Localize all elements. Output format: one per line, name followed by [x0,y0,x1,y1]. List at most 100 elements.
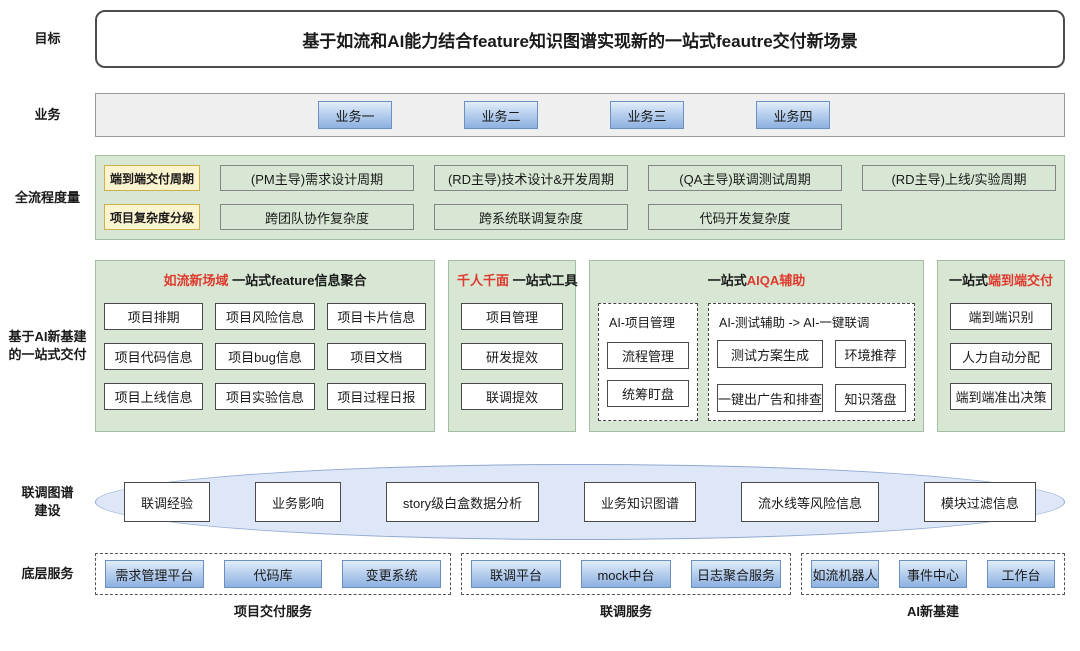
goal-row: 目标 基于如流和AI能力结合feature知识图谱实现新的一站式feautre交… [0,10,1080,68]
business-item-4: 业务四 [756,101,830,129]
service-group-labels-spacer [0,601,95,620]
item-e2e-identify: 端到端识别 [950,303,1052,330]
goal-title-box: 基于如流和AI能力结合feature知识图谱实现新的一站式feautre交付新场… [95,10,1065,68]
business-item-2: 业务二 [464,101,538,129]
panel-aiqa-title-black: 一站式 [707,273,747,288]
metric-system-complexity: 跨系统联调复杂度 [434,204,628,230]
service-ruliu-bot: 如流机器人 [811,560,879,588]
item-module-filter-info: 模块过滤信息 [923,482,1036,522]
service-change-system: 变更系统 [342,560,442,588]
item-overall-monitoring: 统筹盯盘 [607,380,689,407]
business-item-1: 业务一 [318,101,392,129]
delivery-row-label-line1: 基于AI新基建 [8,329,87,345]
item-project-daily-report: 项目过程日报 [326,383,426,410]
service-group-ai-infra: 如流机器人 事件中心 工作台 [801,553,1065,595]
service-workbench: 工作台 [987,560,1055,588]
item-e2e-release-decision: 端到端准出决策 [950,383,1052,410]
item-story-whitebox-analysis: story级白盒数据分析 [385,482,540,522]
metrics-tag-cycle: 端到端交付周期 [104,165,200,191]
panel-tools-title: 千人千面 一站式工具 [457,270,578,289]
item-project-bug: 项目bug信息 [215,343,315,370]
graph-ellipse: 联调经验 业务影响 story级白盒数据分析 业务知识图谱 流水线等风险信息 模… [95,464,1065,540]
panel-e2e-delivery-title: 一站式端到端交付 [946,270,1056,289]
item-knowledge-store: 知识落盘 [835,384,906,412]
goal-row-label: 目标 [34,31,61,47]
metrics-tag-complexity: 项目复杂度分级 [104,204,200,230]
aiqa-test-assist-grid: 测试方案生成 环境推荐 一键出广告和排查 知识落盘 [717,340,906,412]
metric-rd-dev-cycle: (RD主导)技术设计&开发周期 [434,165,628,191]
service-log-aggregation: 日志聚合服务 [691,560,781,588]
item-env-recommend: 环境推荐 [835,340,906,368]
panel-feature-info-grid: 项目排期 项目风险信息 项目卡片信息 项目代码信息 项目bug信息 项目文档 项… [104,303,426,410]
aiqa-test-assist-title: AI-测试辅助 -> AI-一键联调 [719,316,870,330]
service-code-repo: 代码库 [223,560,323,588]
services-row-label: 底层服务 [21,566,74,582]
metric-pm-cycle: (PM主导)需求设计周期 [220,165,414,191]
item-pipeline-risk-info: 流水线等风险信息 [740,482,879,522]
item-project-risk: 项目风险信息 [215,303,315,330]
aiqa-project-mgmt-title: AI-项目管理 [609,316,675,330]
delivery-row: 基于AI新基建 的一站式交付 如流新场域 一站式feature信息聚合 项目排期… [0,260,1080,432]
item-test-plan-gen: 测试方案生成 [717,340,824,368]
panel-aiqa-title-red: AIQA辅助 [746,273,806,288]
graph-row-label-line2: 建设 [34,503,61,518]
panel-feature-info-title-black: 一站式feature信息聚合 [228,273,367,288]
panel-feature-info-title: 如流新场域 一站式feature信息聚合 [104,270,426,289]
services-row: 底层服务 需求管理平台 代码库 变更系统 联调平台 mock中台 日志聚合服务 … [0,553,1080,595]
business-row-label: 业务 [34,107,61,123]
item-project-experiment: 项目实验信息 [215,383,315,410]
metric-code-complexity: 代码开发复杂度 [648,204,842,230]
item-project-code: 项目代码信息 [104,343,204,370]
goal-title-text: 基于如流和AI能力结合feature知识图谱实现新的一站式feautre交付新场… [302,31,858,51]
item-project-mgmt: 项目管理 [461,303,563,330]
metrics-row-label: 全流程度量 [14,189,80,205]
service-group-project-delivery: 需求管理平台 代码库 变更系统 [95,553,451,595]
delivery-row-label-line2: 的一站式交付 [8,347,87,362]
graph-row-label: 联调图谱 建设 [0,464,95,540]
metric-rd-launch-cycle: (RD主导)上线/实验周期 [862,165,1056,191]
panel-e2e-col: 端到端识别 人力自动分配 端到端准出决策 [946,303,1056,410]
item-joint-debug-experience: 联调经验 [124,482,211,522]
service-mock-platform: mock中台 [581,560,671,588]
metrics-panel: 端到端交付周期 (PM主导)需求设计周期 (RD主导)技术设计&开发周期 (QA… [95,155,1065,240]
service-event-center: 事件中心 [899,560,967,588]
item-auto-staffing: 人力自动分配 [950,343,1052,370]
panel-tools-title-red: 千人千面 [457,273,510,288]
delivery-row-label: 基于AI新基建 的一站式交付 [0,260,95,432]
item-project-doc: 项目文档 [326,343,426,370]
panel-feature-info: 如流新场域 一站式feature信息聚合 项目排期 项目风险信息 项目卡片信息 … [95,260,435,432]
panel-e2e-title-black: 一站式 [948,273,988,288]
business-item-3: 业务三 [610,101,684,129]
panel-tools-title-black: 一站式工具 [509,273,578,288]
service-joint-debug-platform: 联调平台 [471,560,561,588]
panel-aiqa: 一站式AIQA辅助 AI-项目管理 流程管理 统筹盯盘 AI-测试辅助 -> A… [589,260,924,432]
aiqa-test-assist-box: AI-测试辅助 -> AI-一键联调 测试方案生成 环境推荐 一键出广告和排查 … [708,303,915,421]
metrics-row: 全流程度量 端到端交付周期 (PM主导)需求设计周期 (RD主导)技术设计&开发… [0,155,1080,240]
group-label-joint-debug: 联调服务 [599,604,652,619]
business-row: 业务 业务一 业务二 业务三 业务四 [0,93,1080,137]
panel-tools: 千人千面 一站式工具 项目管理 研发提效 联调提效 [448,260,578,432]
metric-team-complexity: 跨团队协作复杂度 [220,204,414,230]
panel-aiqa-body: AI-项目管理 流程管理 统筹盯盘 AI-测试辅助 -> AI-一键联调 测试方… [598,303,915,421]
item-process-mgmt: 流程管理 [607,342,689,369]
item-joint-debug-efficiency: 联调提效 [461,383,563,410]
panel-tools-col: 项目管理 研发提效 联调提效 [457,303,567,410]
item-business-knowledge-graph: 业务知识图谱 [584,482,697,522]
metric-qa-cycle: (QA主导)联调测试周期 [648,165,842,191]
aiqa-project-mgmt-box: AI-项目管理 流程管理 统筹盯盘 [598,303,698,421]
panel-aiqa-title: 一站式AIQA辅助 [598,270,915,289]
item-project-launch: 项目上线信息 [104,383,204,410]
panel-feature-info-title-red: 如流新场域 [163,273,229,288]
group-label-project-delivery: 项目交付服务 [233,604,312,619]
metrics-spacer [862,204,1056,230]
business-bar: 业务一 业务二 业务三 业务四 [95,93,1065,137]
item-one-click-report-check: 一键出广告和排查 [717,384,824,412]
service-group-labels-row: 项目交付服务 联调服务 AI新基建 [0,601,1080,620]
item-project-card: 项目卡片信息 [326,303,426,330]
service-requirement-platform: 需求管理平台 [105,560,204,588]
service-group-joint-debug: 联调平台 mock中台 日志聚合服务 [461,553,791,595]
group-label-ai-infra: AI新基建 [906,604,959,619]
item-business-impact: 业务影响 [254,482,341,522]
panel-e2e-title-red: 端到端交付 [988,273,1054,288]
item-dev-efficiency: 研发提效 [461,343,563,370]
